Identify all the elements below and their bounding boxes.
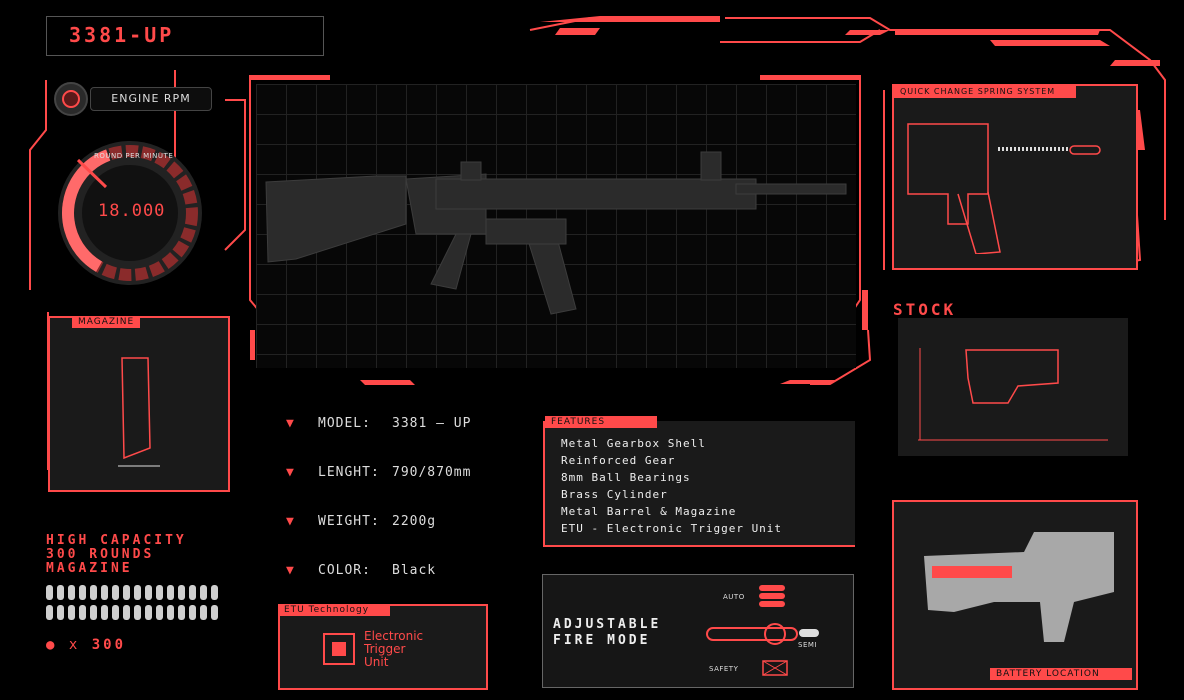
rpm-value: 18.000 [98, 201, 166, 221]
features-tag: FEATURES [545, 416, 657, 428]
spring-diagram [907, 123, 1101, 254]
magazine-panel: MAGAZINE [48, 316, 230, 492]
spec-value: 3381 – UP [392, 416, 472, 431]
magazine-caption: HIGH CAPACITY 300 ROUNDS MAGAZINE [46, 534, 187, 576]
triangle-icon: ▼ [286, 416, 295, 431]
feature-item: Reinforced Gear [561, 454, 676, 467]
title-box: 3381-UP [46, 16, 324, 56]
feature-item: 8mm Ball Bearings [561, 471, 691, 484]
spec-value: 2200g [392, 514, 437, 529]
etu-line: Trigger [364, 642, 406, 656]
safety-label: SAFETY [709, 665, 739, 673]
rpm-gauge [58, 141, 202, 285]
stock-diagram [918, 348, 1108, 441]
feature-item: Metal Gearbox Shell [561, 437, 706, 450]
spec-value: 790/870mm [392, 465, 472, 480]
fire-mode-title-2: FIRE MODE [553, 633, 651, 648]
triangle-icon: ▼ [286, 514, 295, 529]
rpm-sub-label: ROUND PER MINUTE [94, 152, 174, 160]
features-list: Metal Gearbox Shell Reinforced Gear 8mm … [561, 435, 782, 537]
magazine-caption-3: MAGAZINE [46, 561, 133, 576]
spec-row: ▼ MODEL: 3381 – UP [280, 416, 490, 436]
spec-row: ▼ COLOR: Black [280, 563, 490, 583]
chip-icon [323, 633, 355, 665]
spring-tag: QUICK CHANGE SPRING SYSTEM [894, 86, 1076, 98]
spec-row: ▼ LENGHT: 790/870mm [280, 465, 490, 485]
etu-line: Electronic [364, 629, 424, 643]
triangle-icon: ▼ [286, 563, 295, 578]
semi-label: SEMI [798, 641, 817, 649]
stock-title: STOCK [893, 300, 957, 319]
battery-panel: BATTERY LOCATION [892, 500, 1138, 690]
magazine-image [118, 357, 160, 467]
page-title: 3381-UP [69, 23, 175, 47]
crosshair-icon [54, 82, 88, 116]
spec-label: LENGHT: [318, 465, 380, 480]
battery-rifle-silhouette [924, 532, 1114, 642]
spec-label: WEIGHT: [318, 514, 380, 529]
rounds-icons [46, 585, 218, 620]
spring-panel: QUICK CHANGE SPRING SYSTEM [892, 84, 1138, 270]
etu-panel: ETU Technology Electronic Trigger Unit [278, 604, 488, 690]
feature-item: ETU - Electronic Trigger Unit [561, 522, 783, 535]
spec-label: COLOR: [318, 563, 371, 578]
round-count: ● x 300 [46, 637, 126, 653]
fire-selector-icon [706, 585, 819, 676]
features-panel: FEATURES Metal Gearbox Shell Reinforced … [543, 416, 855, 547]
fire-mode-title: ADJUSTABLE FIRE MODE [553, 617, 661, 649]
fire-mode-panel: ADJUSTABLE FIRE MODE AUTO SEMI SAFETY [542, 574, 854, 688]
triangle-icon: ▼ [286, 465, 295, 480]
battery-tag: BATTERY LOCATION [990, 668, 1132, 680]
auto-label: AUTO [723, 593, 745, 601]
round-count-value: 300 [91, 637, 127, 653]
round-count-prefix: ● x [46, 637, 81, 653]
rifle-image [265, 151, 847, 315]
feature-item: Brass Cylinder [561, 488, 668, 501]
spec-label: MODEL: [318, 416, 371, 431]
feature-item: Metal Barrel & Magazine [561, 505, 737, 518]
spec-row: ▼ WEIGHT: 2200g [280, 514, 490, 534]
etu-tag: ETU Technology [278, 604, 390, 616]
etu-line: Unit [364, 655, 389, 669]
spec-value: Black [392, 563, 437, 578]
magazine-caption-2: 300 ROUNDS [46, 547, 155, 562]
magazine-caption-1: HIGH CAPACITY [46, 533, 187, 548]
engine-rpm-label: ENGINE RPM [90, 87, 212, 111]
magazine-tag: MAGAZINE [72, 316, 141, 328]
rifle-view-panel [256, 84, 856, 368]
etu-text: Electronic Trigger Unit [364, 630, 423, 669]
stock-panel [898, 318, 1128, 456]
fire-mode-title-1: ADJUSTABLE [553, 617, 662, 632]
